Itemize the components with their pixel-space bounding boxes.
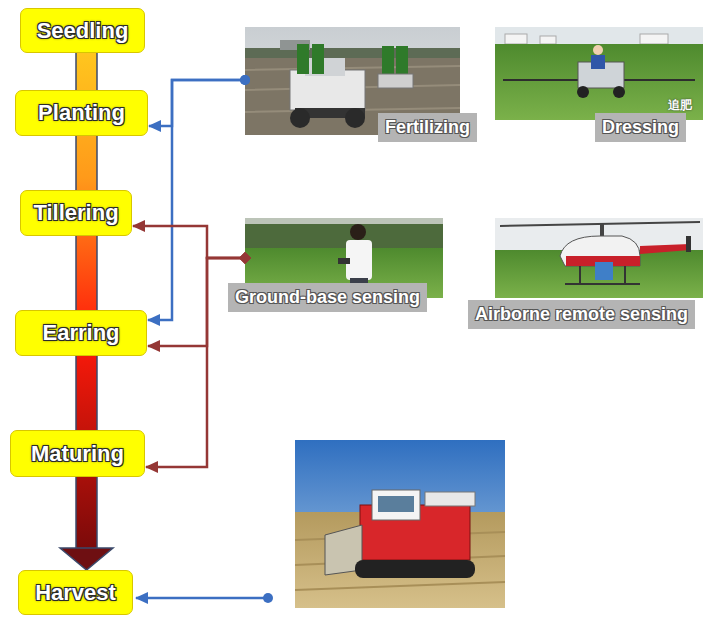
connector-start-mark [239,252,251,264]
stage-label: Harvest [35,580,116,606]
stage-box: Harvest [18,570,133,615]
photo-panel: Airborne remote sensing [495,218,703,298]
stage-label: Tillering [33,200,118,226]
stage-box: Maturing [10,430,145,477]
photo-caption: Fertilizing [385,117,470,137]
photo-caption-box: Airborne remote sensing [468,300,695,329]
stage-label: Planting [38,100,125,126]
photo-caption-box: Dressing [595,113,686,142]
stage-box: Tillering [20,190,132,236]
photo-caption: Ground-base sensing [235,287,420,307]
photo-panel: Fertilizing [245,27,460,135]
connector-start-mark [240,75,250,85]
stage-label: Earring [42,320,119,346]
harvest-arrow [136,593,273,603]
harvester-photo [295,440,505,608]
stage-label: Maturing [31,441,124,467]
stage-box: Earring [15,310,147,356]
connector-arrow [133,226,245,258]
connector-start-mark [239,252,251,264]
photo-caption: Dressing [602,117,679,137]
connector-start-mark [240,75,250,85]
photo-caption-box: Fertilizing [378,113,477,142]
photo-watermark: 追肥 [668,97,692,114]
connector-arrow [149,80,245,126]
photo-caption: Airborne remote sensing [475,304,688,324]
photo-panel: Ground-base sensing [245,218,443,298]
stage-box: Seedling [20,8,145,53]
connector-start-mark [239,252,251,264]
helicopter-photo [495,218,703,298]
photo-caption-box: Ground-base sensing [228,283,427,312]
dressing-photo [495,27,703,120]
stage-label: Seedling [37,18,129,44]
stage-box: Planting [15,90,148,136]
